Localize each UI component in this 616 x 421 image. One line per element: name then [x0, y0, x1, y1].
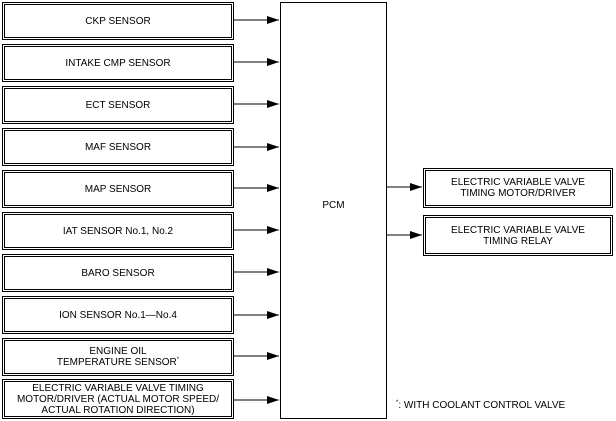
input-label: BARO SENSOR: [81, 267, 155, 279]
input-box-ect-sensor: ECT SENSOR: [2, 86, 234, 124]
input-label: MAF SENSOR: [84, 141, 152, 153]
output-box-evvt-motor-driver: ELECTRIC VARIABLE VALVE TIMING MOTOR/DRI…: [423, 168, 613, 208]
output-box-evvt-relay: ELECTRIC VARIABLE VALVE TIMING RELAY: [423, 215, 613, 256]
input-label-line: MOTOR/DRIVER (ACTUAL MOTOR SPEED/: [16, 393, 220, 405]
input-label-line: ACTUAL ROTATION DIRECTION): [41, 404, 195, 416]
output-label-line: ELECTRIC VARIABLE VALVE: [451, 224, 585, 236]
input-box-iat-sensor: IAT SENSOR No.1, No.2: [2, 212, 234, 250]
input-label-line: ELECTRIC VARIABLE VALVE TIMING: [32, 382, 204, 394]
input-box-intake-cmp-sensor: INTAKE CMP SENSOR: [2, 44, 234, 82]
input-box-map-sensor: MAP SENSOR: [2, 170, 234, 208]
input-label: MAP SENSOR: [84, 183, 152, 195]
input-label: ION SENSOR No.1—No.4: [59, 309, 177, 321]
input-label: CKP SENSOR: [85, 15, 151, 27]
input-label: IAT SENSOR No.1, No.2: [62, 225, 174, 237]
input-label-line-with-mark: TEMPERATURE SENSOR*: [57, 357, 179, 368]
input-label: INTAKE CMP SENSOR: [65, 57, 171, 69]
input-box-engine-oil-temperature-sensor: ENGINE OIL TEMPERATURE SENSOR*: [2, 338, 234, 376]
output-label-line: TIMING MOTOR/DRIVER: [460, 188, 576, 199]
input-box-baro-sensor: BARO SENSOR: [2, 254, 234, 292]
output-label-line: ELECTRIC VARIABLE VALVE: [451, 177, 585, 188]
pcm-box: [280, 2, 387, 419]
input-box-maf-sensor: MAF SENSOR: [2, 128, 234, 166]
input-label-line: TEMPERATURE SENSOR: [56, 357, 177, 368]
footnote: *: WITH COOLANT CONTROL VALVE: [396, 400, 565, 411]
pcm-label: PCM: [322, 200, 345, 211]
input-label: ECT SENSOR: [85, 99, 151, 111]
input-box-evvt-motor-driver-feedback: ELECTRIC VARIABLE VALVE TIMING MOTOR/DRI…: [2, 379, 234, 419]
input-label-line: ENGINE OIL: [89, 346, 147, 357]
footnote-mark: *: [396, 400, 399, 406]
input-box-ion-sensor: ION SENSOR No.1—No.4: [2, 296, 234, 334]
output-label-line: TIMING RELAY: [483, 235, 553, 247]
input-box-ckp-sensor: CKP SENSOR: [2, 2, 234, 40]
footnote-mark: *: [176, 357, 180, 363]
footnote-text: : WITH COOLANT CONTROL VALVE: [398, 400, 566, 411]
